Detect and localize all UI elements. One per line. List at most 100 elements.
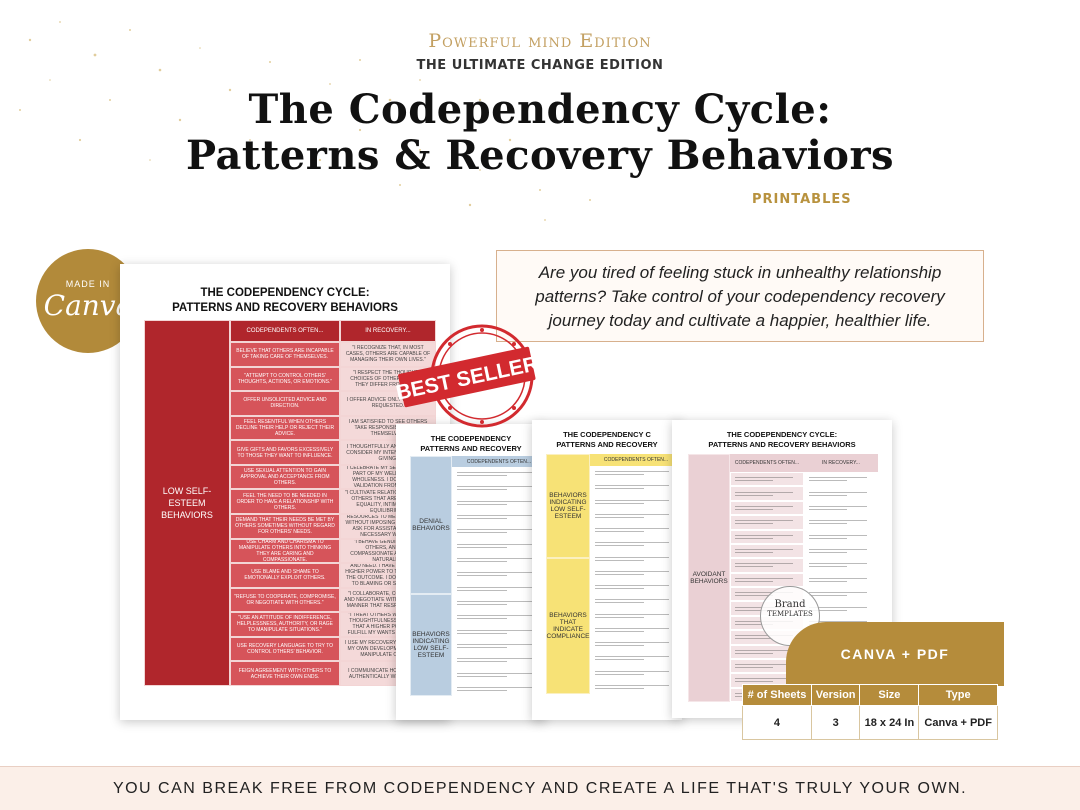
table-cell [452,653,546,668]
table-row [452,595,546,611]
table-row [590,651,682,666]
text-line-placeholder [457,518,508,520]
spec-header-size: Size [859,684,920,706]
spec-header-type: Type [918,684,998,706]
text-line-placeholder [595,684,669,686]
sheet-title-line-1: THE CODEPENDENCY [430,434,512,443]
text-line-placeholder [595,585,669,587]
table-cell [804,601,878,616]
table-cell [804,543,878,559]
cell-codependent-behavior: "REFUSE TO COOPERATE, COMPROMISE, OR NEG… [230,587,340,613]
text-line-placeholder [809,606,867,608]
table-row [730,543,878,559]
table-row [730,500,878,516]
text-line-placeholder [809,609,848,611]
table-cell [452,467,546,482]
text-line-placeholder [595,545,645,547]
table-row: FEEL THE NEED TO BE NEEDED IN ORDER TO H… [230,489,436,514]
text-line-placeholder [735,491,793,493]
col-header-codependents: CODEPENDENTS OFTEN... [230,320,340,342]
table-cell [452,595,546,611]
text-line-placeholder [457,558,533,560]
text-line-placeholder [735,549,793,551]
cell-codependent-behavior: FEIGN AGREEMENT WITH OTHERS TO ACHIEVE T… [230,661,340,686]
text-line-placeholder [595,602,645,604]
sheet-title: THE CODEPENDENCY PATTERNS AND RECOVERY [396,434,546,454]
sheet-title: THE CODEPENDENCY CYCLE: PATTERNS AND REC… [672,430,892,450]
text-line-placeholder [457,629,533,631]
table-row [452,653,546,668]
footer-text: YOU CAN BREAK FREE FROM CODEPENDENCY AND… [112,779,968,797]
text-line-placeholder [595,659,645,661]
text-line-placeholder [809,549,867,551]
table-cell [590,580,682,595]
text-line-placeholder [809,508,848,510]
text-line-placeholder [595,513,669,515]
cell-codependent-behavior: USE RECOVERY LANGUAGE TO TRY TO CONTROL … [230,636,340,662]
table-cell [730,572,804,587]
text-line-placeholder [457,475,508,477]
text-line-placeholder [595,528,669,530]
title-line-2: Patterns & Recovery Behaviors [185,132,895,179]
spec-header-row: # of Sheets Version Size Type [742,684,998,706]
text-line-placeholder [457,586,533,588]
text-line-placeholder [595,627,669,629]
text-line-placeholder [457,486,533,488]
brand-line-2: TEMPLATES [767,610,813,618]
text-line-placeholder [595,687,645,689]
cell-codependent-behavior: GIVE GIFTS AND FAVORS EXCESSIVELY TO THO… [230,440,340,465]
text-line-placeholder [457,675,508,677]
table-cell [590,466,682,481]
text-line-placeholder [595,556,669,558]
spec-header-sheets: # of Sheets [742,684,812,706]
text-line-placeholder [809,595,848,597]
text-line-placeholder [457,600,533,602]
text-line-placeholder [735,635,793,637]
text-line-placeholder [457,515,533,517]
table-row [590,637,682,652]
spec-table: # of Sheets Version Size Type 4 3 18 x 2… [742,684,998,740]
table-cell [452,538,546,553]
table-row [452,567,546,582]
text-line-placeholder [595,502,645,504]
sheet-title-line-1: THE CODEPENDENCY CYCLE: [726,430,838,439]
text-line-placeholder [735,681,774,683]
sheet-title-line-2: PATTERNS AND RECOVERY [556,440,658,449]
text-line-placeholder [735,595,774,597]
table-cell [590,608,682,623]
text-line-placeholder [457,658,533,660]
spec-header-version: Version [810,684,861,706]
text-line-placeholder [595,588,645,590]
cell-codependent-behavior: "ATTEMPT TO CONTROL OTHERS' THOUGHTS, AC… [230,366,340,392]
table-row [590,679,682,694]
table-cell [730,644,804,659]
table-row [590,594,682,609]
text-line-placeholder [457,529,533,531]
text-line-placeholder [595,570,669,572]
text-line-placeholder [595,488,645,490]
text-line-placeholder [457,689,508,691]
text-line-placeholder [595,616,645,618]
title-line-1: The Codependency Cycle: [248,86,832,133]
text-line-placeholder [457,543,533,545]
table-cell [804,515,878,530]
table-row [452,467,546,482]
text-line-placeholder [457,546,508,548]
text-line-placeholder [595,531,645,533]
col-header-codependents: CODEPENDENTS OFTEN... [452,456,546,467]
table-row: "REFUSE TO COOPERATE, COMPROMISE, OR NEG… [230,587,436,613]
table-row [452,681,546,696]
text-line-placeholder [735,649,793,651]
table-row [452,538,546,553]
text-line-placeholder [457,686,533,688]
text-line-placeholder [735,609,774,611]
sheet-title-line-2: PATTERNS AND RECOVERY [420,444,522,453]
text-line-placeholder [595,485,669,487]
table-cell [590,523,682,538]
text-line-placeholder [735,480,774,482]
sheet-title-line-1: THE CODEPENDENCY C [563,430,651,439]
col-header-recovery: IN RECOVERY... [804,454,878,472]
table-cell [590,537,682,552]
spec-value-type: Canva + PDF [918,705,998,740]
text-line-placeholder [735,508,774,510]
